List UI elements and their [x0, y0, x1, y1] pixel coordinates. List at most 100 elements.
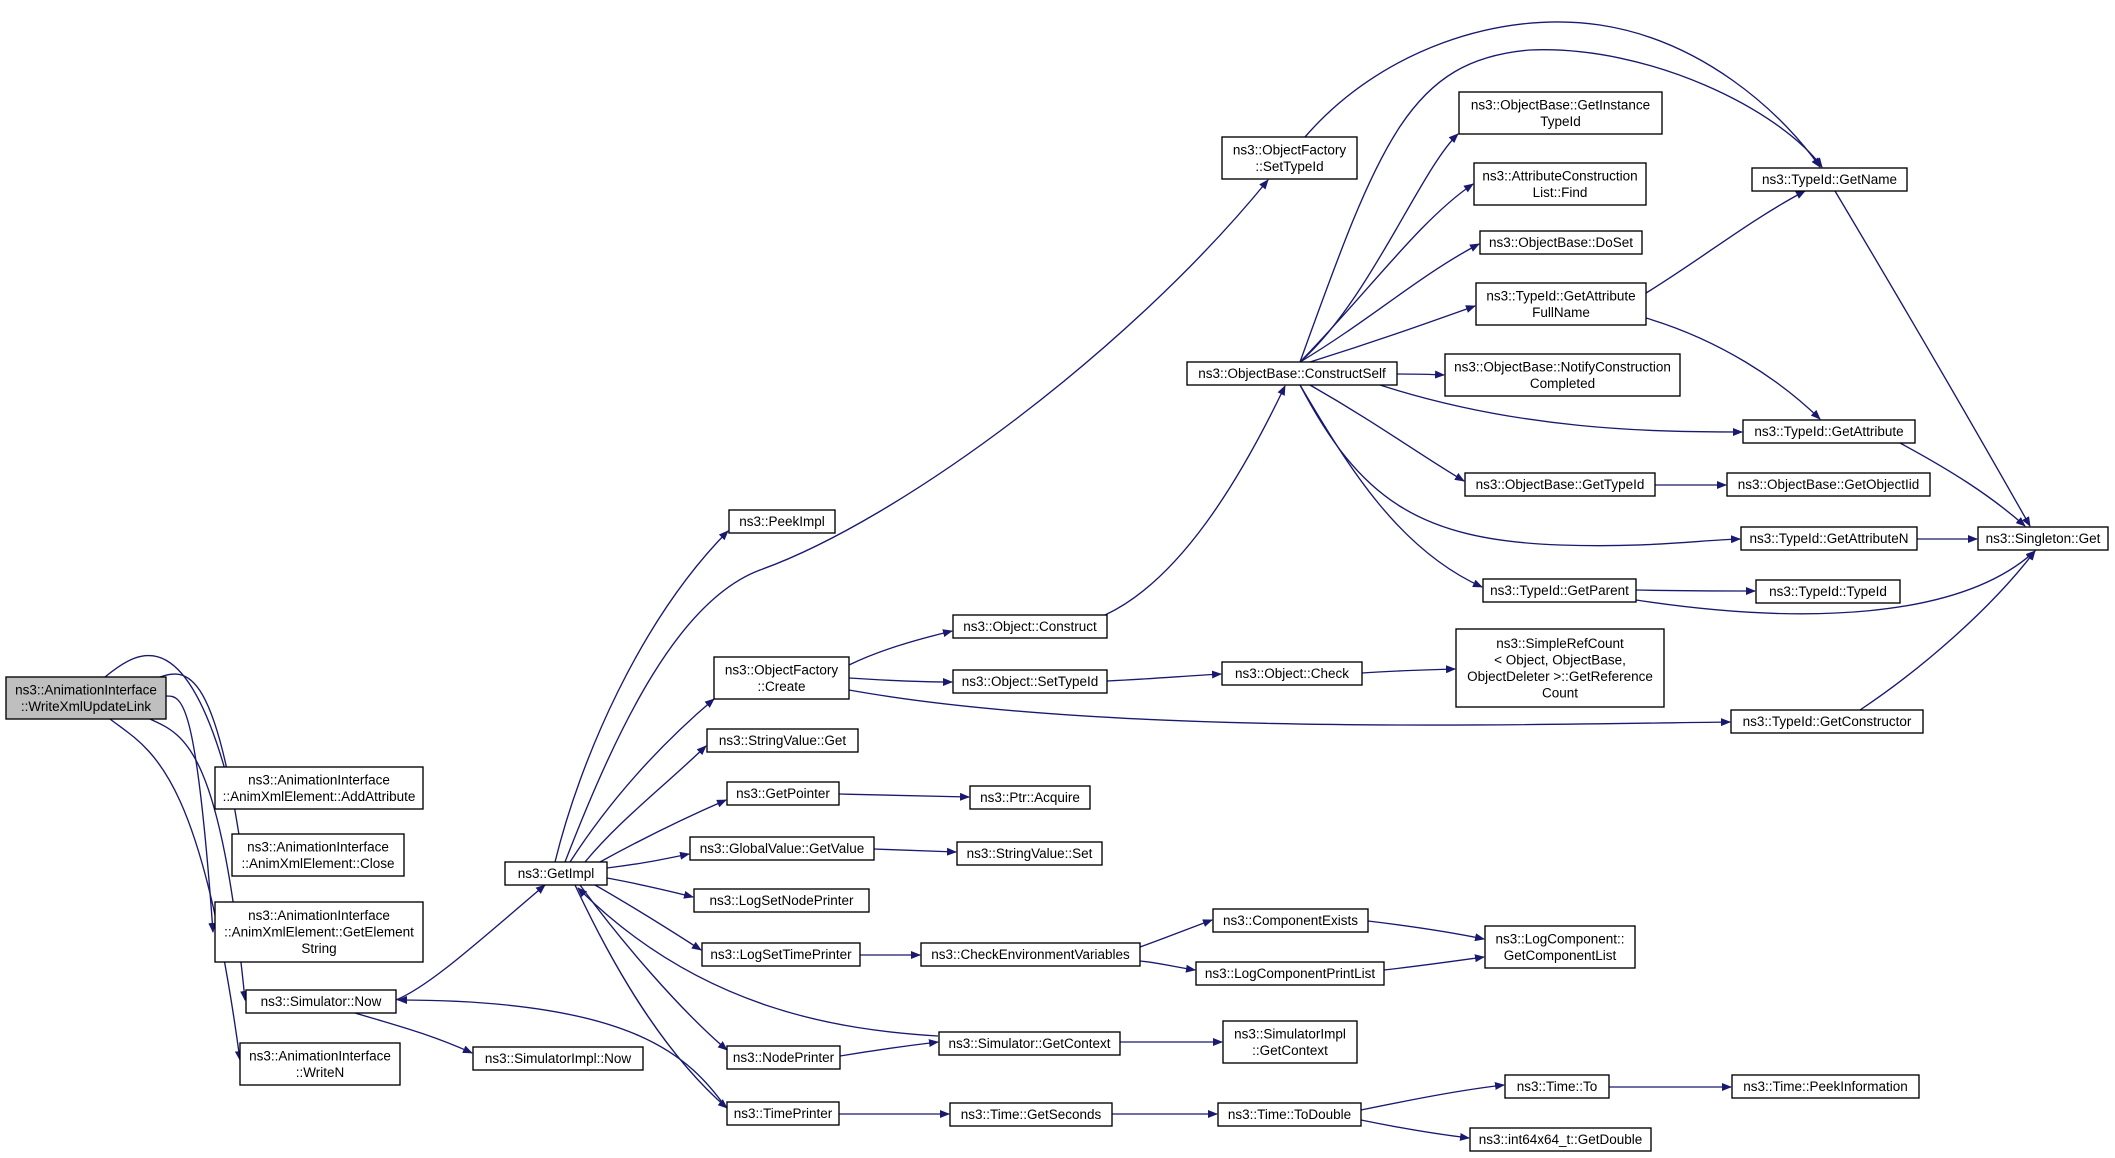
- node-label: GetComponentList: [1504, 948, 1617, 963]
- node-label: ns3::SimulatorImpl::Now: [485, 1051, 632, 1066]
- node-peekImpl[interactable]: ns3::PeekImpl: [728, 509, 836, 534]
- node-box: [949, 1102, 1113, 1127]
- edge-tidGetAttrFull-to-tidGetAttribute: [1645, 317, 1821, 420]
- node-simImplGetCtx[interactable]: ns3::SimulatorImpl::GetContext: [1222, 1020, 1358, 1064]
- edge-root-to-getElemStr: [165, 695, 217, 933]
- node-tidGetAttribute[interactable]: ns3::TypeId::GetAttribute: [1742, 419, 1916, 444]
- node-tidGetAttrN[interactable]: ns3::TypeId::GetAttributeN: [1740, 526, 1918, 551]
- node-box: [1726, 472, 1931, 497]
- node-objCheck[interactable]: ns3::Object::Check: [1221, 661, 1363, 686]
- node-objConstruct[interactable]: ns3::Object::Construct: [952, 614, 1108, 639]
- node-logCompGetList[interactable]: ns3::LogComponent::GetComponentList: [1484, 925, 1636, 969]
- node-refCount[interactable]: ns3::SimpleRefCount< Object, ObjectBase,…: [1455, 628, 1665, 708]
- node-box: [1504, 1074, 1610, 1099]
- edge-timePrinter-to-simNow: [397, 996, 726, 1107]
- node-label: ::AnimXmlElement::AddAttribute: [223, 789, 416, 804]
- node-tidGetParent[interactable]: ns3::TypeId::GetParent: [1482, 578, 1637, 603]
- node-obNotify[interactable]: ns3::ObjectBase::NotifyConstructionCompl…: [1444, 353, 1681, 397]
- node-tidGetName[interactable]: ns3::TypeId::GetName: [1751, 167, 1908, 192]
- node-getElemStr[interactable]: ns3::AnimationInterface::AnimXmlElement:…: [214, 901, 424, 963]
- node-label: ns3::Simulator::Now: [261, 994, 382, 1009]
- edge-getImpl-to-logSetNode: [606, 877, 694, 899]
- node-svSet[interactable]: ns3::StringValue::Set: [956, 841, 1103, 866]
- node-getImpl[interactable]: ns3::GetImpl: [504, 861, 608, 886]
- edge-simNow-to-getImpl: [395, 884, 546, 1001]
- node-label: ns3::Time::GetSeconds: [961, 1107, 1102, 1122]
- node-box: [1731, 1074, 1920, 1099]
- node-svGet[interactable]: ns3::StringValue::Get: [706, 728, 859, 753]
- node-compExists[interactable]: ns3::ComponentExists: [1212, 908, 1369, 933]
- node-tidGetCtor[interactable]: ns3::TypeId::GetConstructor: [1730, 709, 1924, 734]
- node-nodePrinter[interactable]: ns3::NodePrinter: [726, 1045, 841, 1070]
- node-label: ns3::TypeId::TypeId: [1769, 584, 1887, 599]
- node-label: ns3::ObjectBase::NotifyConstruction: [1454, 359, 1671, 374]
- node-box: [1221, 136, 1358, 180]
- edge-tidGetName-to-singletonGet: [1834, 190, 2031, 527]
- node-label: ns3::ObjectBase::DoSet: [1489, 235, 1633, 250]
- node-simNow[interactable]: ns3::Simulator::Now: [245, 989, 397, 1014]
- node-objSetTypeId[interactable]: ns3::Object::SetTypeId: [952, 669, 1108, 694]
- node-label: ns3::ObjectBase::GetTypeId: [1476, 477, 1645, 492]
- edge-checkEnv-to-compExists: [1139, 919, 1213, 948]
- edge-getImpl-to-nodePrinter: [579, 884, 728, 1051]
- node-box: [706, 728, 859, 753]
- node-logCompPrint[interactable]: ns3::LogComponentPrintList: [1195, 961, 1385, 986]
- node-timeGetSeconds[interactable]: ns3::Time::GetSeconds: [949, 1102, 1113, 1127]
- node-obGetTypeId[interactable]: ns3::ObjectBase::GetTypeId: [1464, 472, 1656, 497]
- node-gvGetValue[interactable]: ns3::GlobalValue::GetValue: [689, 836, 875, 861]
- node-checkEnv[interactable]: ns3::CheckEnvironmentVariables: [920, 942, 1141, 967]
- node-label: ::WriteXmlUpdateLink: [21, 699, 152, 714]
- node-label: ns3::TimePrinter: [734, 1106, 833, 1121]
- node-label: ns3::Time::ToDouble: [1228, 1107, 1351, 1122]
- edge-ofCreate-to-tidGetCtor: [848, 689, 1731, 727]
- node-label: ns3::ObjectBase::ConstructSelf: [1198, 366, 1386, 381]
- node-close[interactable]: ns3::AnimationInterface::AnimXmlElement:…: [231, 833, 405, 877]
- edges-layer: [104, 21, 2036, 1141]
- node-timeTo[interactable]: ns3::Time::To: [1504, 1074, 1610, 1099]
- node-singletonGet[interactable]: ns3::Singleton::Get: [1977, 526, 2109, 551]
- edge-ofCreate-to-objConstruct: [848, 629, 953, 666]
- node-box: [1473, 162, 1647, 206]
- node-label: ns3::ObjectFactory: [1233, 142, 1347, 157]
- node-timePeekInfo[interactable]: ns3::Time::PeekInformation: [1731, 1074, 1920, 1099]
- edge-getPointer-to-ptrAcquire: [838, 792, 970, 801]
- node-obConstructSelf[interactable]: ns3::ObjectBase::ConstructSelf: [1186, 361, 1398, 386]
- edge-checkEnv-to-logCompPrint: [1139, 960, 1196, 973]
- node-int64GetDouble[interactable]: ns3::int64x64_t::GetDouble: [1469, 1127, 1652, 1152]
- node-logSetNode[interactable]: ns3::LogSetNodePrinter: [693, 888, 870, 913]
- edge-obConstructSelf-to-tidGetAttrFull: [1309, 305, 1476, 363]
- node-label: ::GetContext: [1252, 1043, 1328, 1058]
- nodes-layer: ns3::AnimationInterface::WriteXmlUpdateL…: [5, 91, 2109, 1152]
- node-box: [1484, 925, 1636, 969]
- node-logSetTime[interactable]: ns3::LogSetTimePrinter: [701, 942, 861, 967]
- node-box: [952, 669, 1108, 694]
- node-label: ns3::Time::PeekInformation: [1743, 1079, 1908, 1094]
- node-timeToDouble[interactable]: ns3::Time::ToDouble: [1217, 1102, 1362, 1127]
- node-label: ns3::Object::Check: [1235, 666, 1349, 681]
- node-box: [1751, 167, 1908, 192]
- node-box: [1977, 526, 2109, 551]
- node-label: ns3::TypeId::GetAttribute: [1486, 288, 1635, 303]
- edge-obConstructSelf-to-tidGetParent: [1299, 384, 1483, 588]
- node-writeN[interactable]: ns3::AnimationInterface::WriteN: [239, 1042, 401, 1086]
- node-getPointer[interactable]: ns3::GetPointer: [726, 781, 840, 806]
- edge-getImpl-to-gvGetValue: [606, 851, 690, 869]
- node-label: ns3::LogComponentPrintList: [1205, 966, 1376, 981]
- node-simImplNow[interactable]: ns3::SimulatorImpl::Now: [472, 1046, 644, 1071]
- node-addAttr[interactable]: ns3::AnimationInterface::AnimXmlElement:…: [214, 766, 424, 810]
- node-timePrinter[interactable]: ns3::TimePrinter: [726, 1101, 840, 1126]
- node-box: [689, 836, 875, 861]
- node-obGetObjectTid[interactable]: ns3::ObjectBase::GetObjectIid: [1726, 472, 1931, 497]
- node-ofSetTypeId[interactable]: ns3::ObjectFactory::SetTypeId: [1221, 136, 1358, 180]
- node-label: FullName: [1532, 305, 1590, 320]
- node-ptrAcquire[interactable]: ns3::Ptr::Acquire: [969, 785, 1091, 810]
- node-obDoSet[interactable]: ns3::ObjectBase::DoSet: [1479, 230, 1643, 255]
- edge-nodePrinter-to-simGetContext: [839, 1039, 939, 1057]
- node-ofCreate[interactable]: ns3::ObjectFactory::Create: [713, 656, 850, 700]
- node-simGetContext[interactable]: ns3::Simulator::GetContext: [938, 1031, 1121, 1056]
- node-tidTypeId[interactable]: ns3::TypeId::TypeId: [1755, 579, 1901, 604]
- node-root: ns3::AnimationInterface::WriteXmlUpdateL…: [5, 676, 167, 720]
